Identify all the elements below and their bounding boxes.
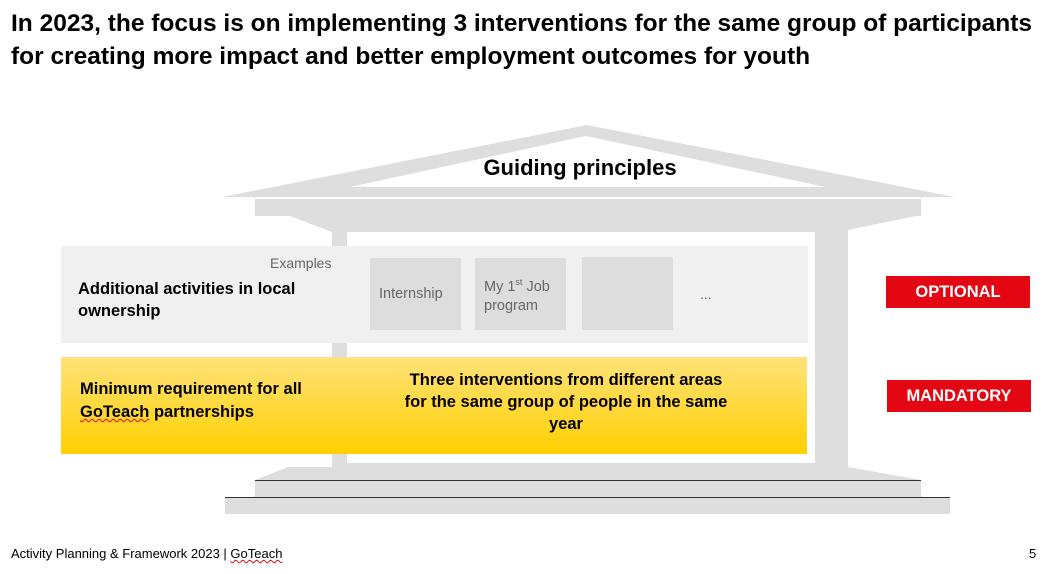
step-2 — [225, 497, 950, 514]
slide-title: In 2023, the focus is on implementing 3 … — [11, 10, 1033, 70]
footer-text: GoTeach — [230, 546, 283, 561]
guiding-principles-label: Guiding principles — [483, 155, 677, 180]
label-text: GoTeach — [80, 403, 150, 421]
label-text: partnerships — [149, 403, 254, 421]
column-right — [815, 228, 848, 468]
example-internship: Internship — [370, 258, 461, 330]
example-my-first-job: My 1st Job program — [475, 258, 566, 330]
entablature-base — [260, 216, 916, 232]
example-text: My 1 — [484, 278, 516, 295]
optional-row-label: Additional activities in local ownership — [78, 280, 296, 320]
superscript: st — [515, 276, 523, 287]
example-more: ... — [700, 286, 712, 302]
roof-inner — [350, 136, 825, 187]
mandatory-row: Minimum requirement for all GoTeach part… — [61, 357, 807, 454]
mandatory-description: Three interventions from different areas… — [404, 371, 728, 433]
entablature — [255, 199, 921, 216]
optional-row: Additional activities in local ownership… — [61, 246, 808, 343]
examples-label: Examples — [270, 255, 332, 271]
mandatory-row-label: Minimum requirement for all GoTeach part… — [80, 378, 360, 424]
example-text: Job program — [484, 278, 550, 315]
footer: Activity Planning & Framework 2023 | GoT… — [11, 546, 282, 561]
mandatory-badge: MANDATORY — [887, 380, 1031, 412]
label-text: Minimum requirement for all — [80, 380, 302, 398]
step-1 — [255, 480, 921, 497]
footer-text: Activity Planning & Framework 2023 | — [11, 546, 231, 561]
optional-badge: OPTIONAL — [886, 276, 1030, 308]
base-upper — [255, 463, 921, 480]
page-number: 5 — [1029, 546, 1037, 561]
example-empty — [582, 257, 673, 330]
